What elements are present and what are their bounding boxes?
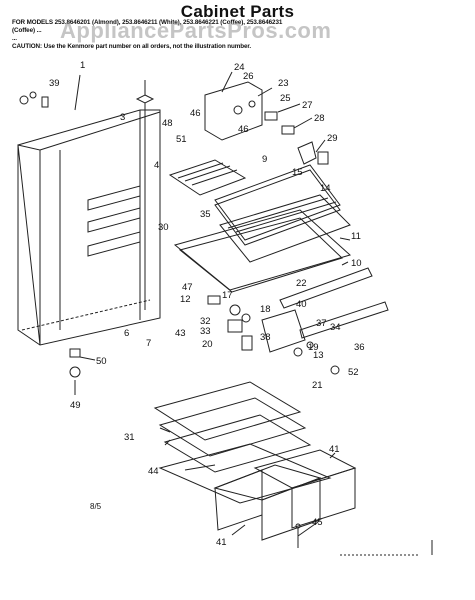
callout-15: 15 — [292, 167, 303, 178]
shelf-31c — [163, 414, 312, 473]
callout-1: 1 — [80, 60, 85, 71]
callout-39: 39 — [49, 78, 60, 89]
callout-21: 21 — [312, 380, 323, 391]
callout-31: 31 — [124, 432, 135, 443]
glass-shelf-upper — [214, 164, 341, 241]
callout-32: 32 — [200, 316, 211, 327]
callout-46: 46 — [190, 108, 201, 119]
callout-49: 49 — [70, 400, 81, 411]
callout-4: 4 — [154, 160, 159, 171]
models-line-1: FOR MODELS 253.8646201 (Almond), 253.864… — [12, 19, 283, 26]
callout-22: 22 — [296, 278, 307, 289]
shelf-31a — [153, 381, 302, 441]
callout-6: 6 — [124, 328, 129, 339]
callout-43: 43 — [175, 328, 186, 339]
callout-50: 50 — [96, 356, 107, 367]
drain-pan — [261, 309, 306, 353]
callout-3: 3 — [120, 112, 125, 123]
cabinet-liner — [17, 109, 161, 346]
watermark: AppliancePartsPros.com — [60, 18, 332, 43]
caution-line: CAUTION: Use the Kenmore part number on … — [12, 43, 252, 50]
callout-11: 11 — [351, 231, 361, 242]
callout-20: 20 — [202, 339, 213, 350]
crisper-right — [253, 449, 357, 489]
shelf-31b — [158, 397, 307, 457]
callout-27: 27 — [302, 100, 313, 111]
callout-10: 10 — [351, 258, 362, 269]
callout-17: 17 — [222, 290, 233, 301]
callout-26: 26 — [243, 71, 254, 82]
callout-30: 30 — [158, 222, 169, 233]
callout-48: 48 — [162, 118, 173, 129]
callout-14: 14 — [320, 183, 331, 194]
slide-rail-lower — [299, 301, 389, 339]
callout-45: 45 — [312, 517, 323, 528]
callout-25: 25 — [280, 93, 291, 104]
callout-19: 19 — [308, 342, 319, 353]
callout-38: 38 — [260, 332, 271, 343]
shelf-44 — [158, 443, 332, 504]
callout-29: 29 — [327, 133, 338, 144]
callout-51: 51 — [176, 134, 187, 145]
callout-28: 28 — [314, 113, 325, 124]
callout-13: 13 — [313, 350, 324, 361]
callout-44: 44 — [148, 466, 159, 477]
callout-36: 36 — [354, 342, 365, 353]
callout-12: 12 — [180, 294, 191, 305]
callout-23: 23 — [278, 78, 289, 89]
callout-41: 41 — [329, 444, 340, 455]
callout-40: 40 — [296, 299, 307, 310]
callout-37: 37 — [316, 318, 327, 329]
callout-52: 52 — [348, 367, 359, 378]
models-line-2: (Coffee) ... — [12, 27, 42, 34]
callout-9: 9 — [262, 154, 267, 165]
models-line-3: ... — [12, 35, 17, 42]
callout-24: 24 — [234, 62, 245, 73]
callout-34: 34 — [330, 322, 341, 333]
slide-rail-upper — [279, 267, 373, 309]
callout-18: 18 — [260, 304, 271, 315]
page-title: Cabinet Parts — [180, 2, 295, 21]
callout-7: 7 — [146, 338, 151, 349]
callout-33: 33 — [200, 326, 211, 337]
glass-shelf-middle — [219, 194, 351, 263]
callout-41: 41 — [216, 537, 227, 548]
callout-35: 35 — [200, 209, 211, 220]
wire-shelf — [168, 159, 247, 196]
page-code: 8/5 — [90, 502, 102, 511]
glass-shelf-lower — [173, 209, 352, 291]
callout-47: 47 — [182, 282, 193, 293]
callout-46: 46 — [238, 124, 249, 135]
control-housing — [204, 81, 263, 141]
